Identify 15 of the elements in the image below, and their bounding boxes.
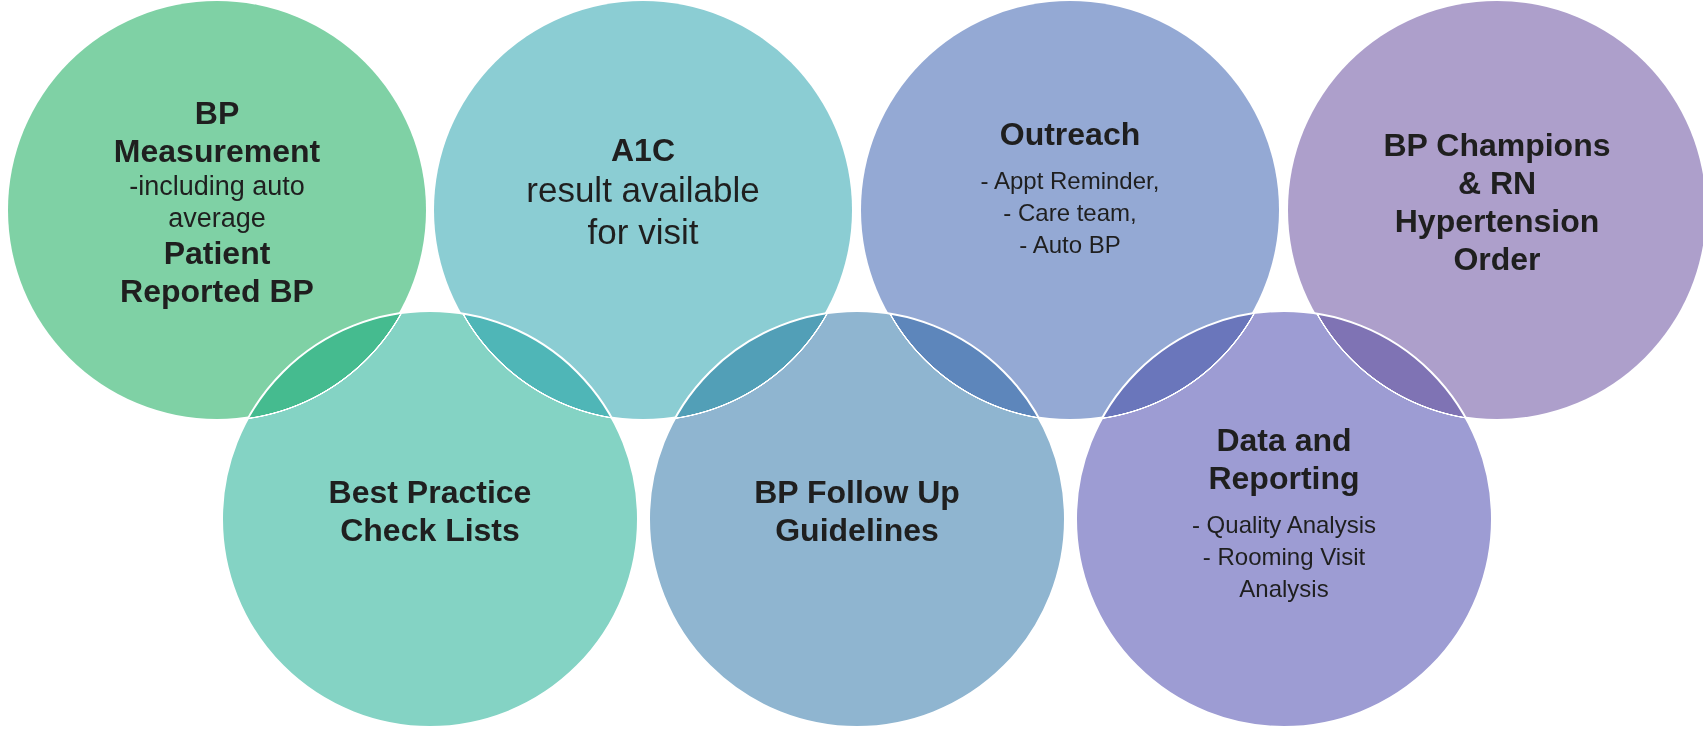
- circle-text: - Appt Reminder,: [980, 166, 1160, 196]
- circle-text: Data and Reporting: [1207, 421, 1361, 497]
- circle-text: BP Follow Up Guidelines: [753, 473, 961, 549]
- circle-text: - Quality Analysis: [1191, 510, 1377, 540]
- circle-text: result available for visit: [525, 169, 761, 253]
- circle-text: -including auto average: [128, 170, 306, 234]
- circle-text: BP Measurement: [112, 94, 322, 170]
- circle-text: A1C: [611, 131, 675, 169]
- circle-text: - Care team,: [1003, 198, 1137, 228]
- circle-text: Outreach: [999, 115, 1141, 153]
- circle-text: - Rooming Visit Analysis: [1201, 542, 1367, 604]
- circle-text: BP Champions & RN Hypertension Order: [1382, 126, 1612, 278]
- circle-text: Patient Reported BP: [119, 234, 315, 310]
- circle-text: - Auto BP: [1019, 230, 1121, 260]
- circle-text: Best Practice Check Lists: [327, 473, 533, 549]
